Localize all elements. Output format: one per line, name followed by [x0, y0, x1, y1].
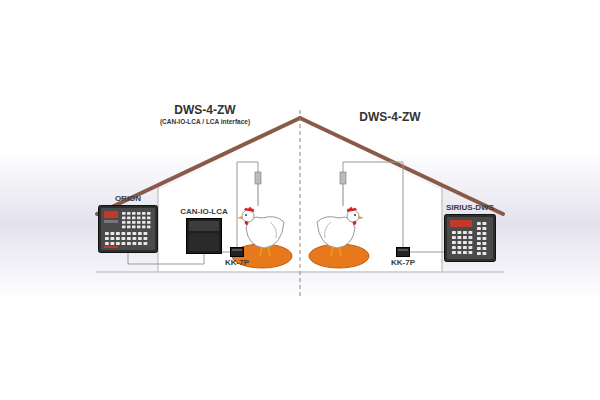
- can-shape: [186, 218, 222, 254]
- cable-line: [222, 252, 230, 253]
- kk-shape: [230, 247, 244, 257]
- orion-shape: [98, 205, 158, 253]
- system-title: DWS-4-ZW: [174, 103, 235, 117]
- system-title: DWS-4-ZW: [359, 110, 420, 124]
- controller-panel: SIRIUS-DWS: [444, 214, 496, 262]
- roof: [300, 118, 503, 214]
- chicken: [237, 207, 284, 256]
- junction-box: KK-7P: [230, 247, 244, 257]
- sirius-shape: [444, 214, 496, 262]
- interface-box: CAN-IO-LCA: [186, 218, 222, 254]
- node-label: CAN-IO-LCA: [180, 207, 228, 216]
- junction-box: KK-7P: [396, 247, 410, 257]
- controller-panel: ORION: [98, 205, 158, 253]
- signal-cable: [128, 253, 204, 264]
- chicken: [317, 207, 364, 256]
- kk-shape: [396, 247, 410, 257]
- load-cell: [340, 172, 346, 206]
- node-label: KK-7P: [225, 258, 249, 267]
- house-wall: [441, 187, 443, 272]
- node-label: KK-7P: [391, 258, 415, 267]
- cable-line: [128, 253, 204, 264]
- node-label: SIRIUS-DWS: [446, 203, 494, 212]
- system-subtitle: (CAN-IO-LCA / LCA interface): [160, 118, 250, 125]
- load-cell: [255, 172, 261, 206]
- divider-line: [300, 110, 301, 296]
- signal-cable: [222, 252, 230, 253]
- roof: [97, 118, 300, 214]
- node-label: ORION: [115, 194, 141, 203]
